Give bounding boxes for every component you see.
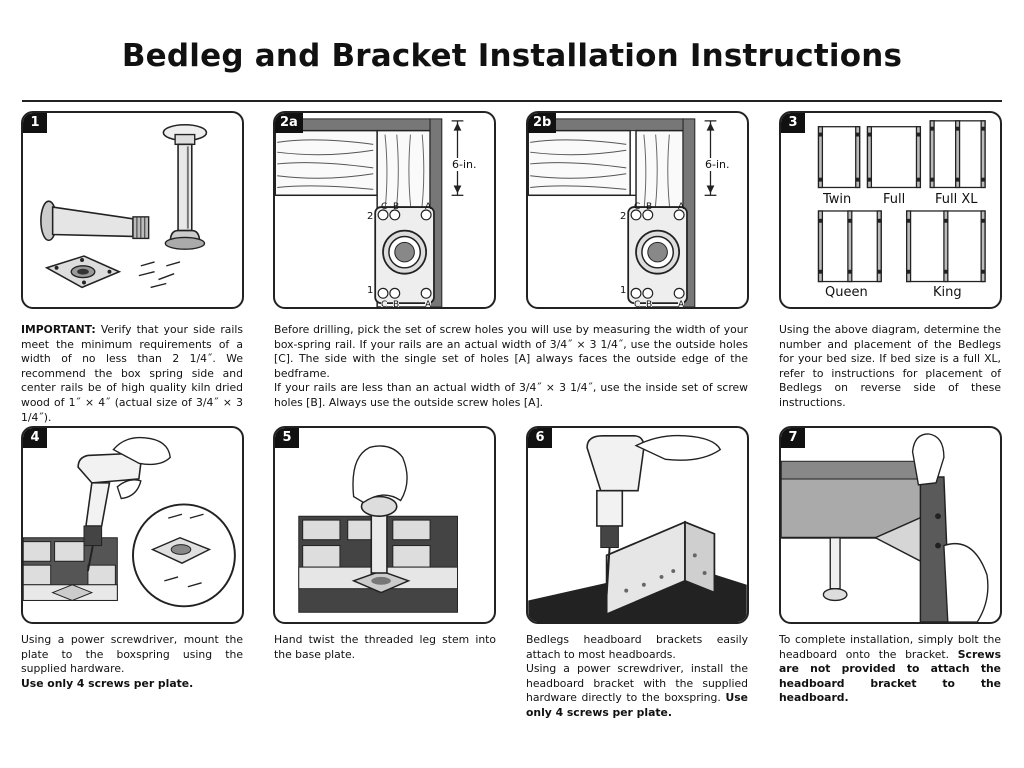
bolt-headboard-illustration (781, 433, 989, 622)
caption-step-7-bold: Screws are not provided to attach the he… (779, 647, 1001, 705)
step-4-panel: 4 (21, 426, 244, 624)
hole-b-label-top: B (646, 202, 653, 212)
hole-a-label-bottom: A (678, 300, 685, 309)
caption-step-2: Before drilling, pick the set of screw h… (274, 323, 748, 411)
step-2a-badge: 2a (275, 113, 303, 133)
dim-label: 6-in. (703, 158, 732, 171)
hole-a-label-top: A (425, 202, 432, 212)
row-2-label: 2 (620, 211, 627, 222)
step-7-panel: 7 (779, 426, 1002, 624)
full-xl-label: Full XL (935, 192, 978, 207)
step-2b-panel: 2b 6-in. C B A 2 1 C B A (526, 111, 749, 309)
hole-c-label-bottom: C (634, 300, 641, 309)
step-1-badge: 1 (23, 113, 47, 133)
hole-c-label-top: C (381, 202, 388, 212)
caption-step-4-text: Using a power screwdriver, mount the pla… (21, 633, 243, 676)
caption-step-4-bold: Use only 4 screws per plate. (21, 676, 194, 690)
step-3-badge: 3 (781, 113, 805, 133)
caption-step-1-text: Verify that your side rails meet the min… (21, 323, 243, 424)
rail-2b-illustration (528, 118, 717, 307)
caption-step-5: Hand twist the threaded leg stem into th… (274, 633, 496, 662)
title-divider (22, 100, 1002, 102)
step-4-badge: 4 (23, 428, 47, 448)
headboard-bracket-illustration (528, 434, 747, 622)
caption-step-3-text: Using the above diagram, determine the n… (779, 323, 1001, 409)
step-2a-panel: 2a 6-in. C B A 2 1 C B A (273, 111, 496, 309)
step-2b-badge: 2b (528, 113, 557, 133)
full-label: Full (883, 192, 906, 207)
queen-label: Queen (825, 285, 868, 300)
step-3-panel: 3 Twin Fu (779, 111, 1002, 309)
caption-step-1: IMPORTANT: Verify that your side rails m… (21, 323, 243, 425)
leg-and-plate-illustration (40, 123, 208, 289)
dim-label: 6-in. (450, 158, 479, 171)
caption-step-6-para-2: Using a power screwdriver, install the h… (526, 662, 748, 705)
caption-step-7-text: To complete installation, simply bolt th… (779, 633, 1001, 661)
row-1-label: 1 (620, 285, 627, 296)
caption-step-2-para-1: Before drilling, pick the set of screw h… (274, 323, 748, 380)
step-5-panel: 5 (273, 426, 496, 624)
hole-b-label-top: B (393, 202, 400, 212)
page-title: Bedleg and Bracket Installation Instruct… (121, 38, 903, 74)
caption-step-3: Using the above diagram, determine the n… (779, 323, 1001, 411)
rail-2a-illustration (275, 118, 464, 307)
caption-step-4: Using a power screwdriver, mount the pla… (21, 633, 243, 691)
step-1-panel: 1 (21, 111, 244, 309)
hole-a-label-top: A (678, 202, 685, 212)
twist-leg-illustration (298, 445, 458, 613)
hole-c-label-top: C (634, 202, 641, 212)
hole-b-label-bottom: B (646, 300, 653, 309)
step-6-badge: 6 (528, 428, 552, 448)
important-label: IMPORTANT: (21, 323, 96, 336)
hole-a-label-bottom: A (425, 300, 432, 309)
mount-plate-illustration (23, 436, 236, 608)
step-7-badge: 7 (781, 428, 805, 448)
row-2-label: 2 (367, 211, 374, 222)
king-label: King (933, 285, 962, 300)
caption-step-6-para-1: Bedlegs headboard brackets easily attach… (526, 633, 748, 661)
step-5-badge: 5 (275, 428, 299, 448)
row-1-label: 1 (367, 285, 374, 296)
hole-b-label-bottom: B (393, 300, 400, 309)
caption-step-5-text: Hand twist the threaded leg stem into th… (274, 633, 496, 661)
hole-c-label-bottom: C (381, 300, 388, 309)
caption-step-6: Bedlegs headboard brackets easily attach… (526, 633, 748, 721)
twin-label: Twin (823, 192, 852, 207)
caption-step-7: To complete installation, simply bolt th… (779, 633, 1001, 706)
caption-step-6-bold: Use only 4 screws per plate. (526, 691, 748, 719)
caption-step-2-para-2: If your rails are less than an actual wi… (274, 381, 748, 409)
step-6-panel: 6 (526, 426, 749, 624)
bed-size-diagram (817, 120, 986, 283)
